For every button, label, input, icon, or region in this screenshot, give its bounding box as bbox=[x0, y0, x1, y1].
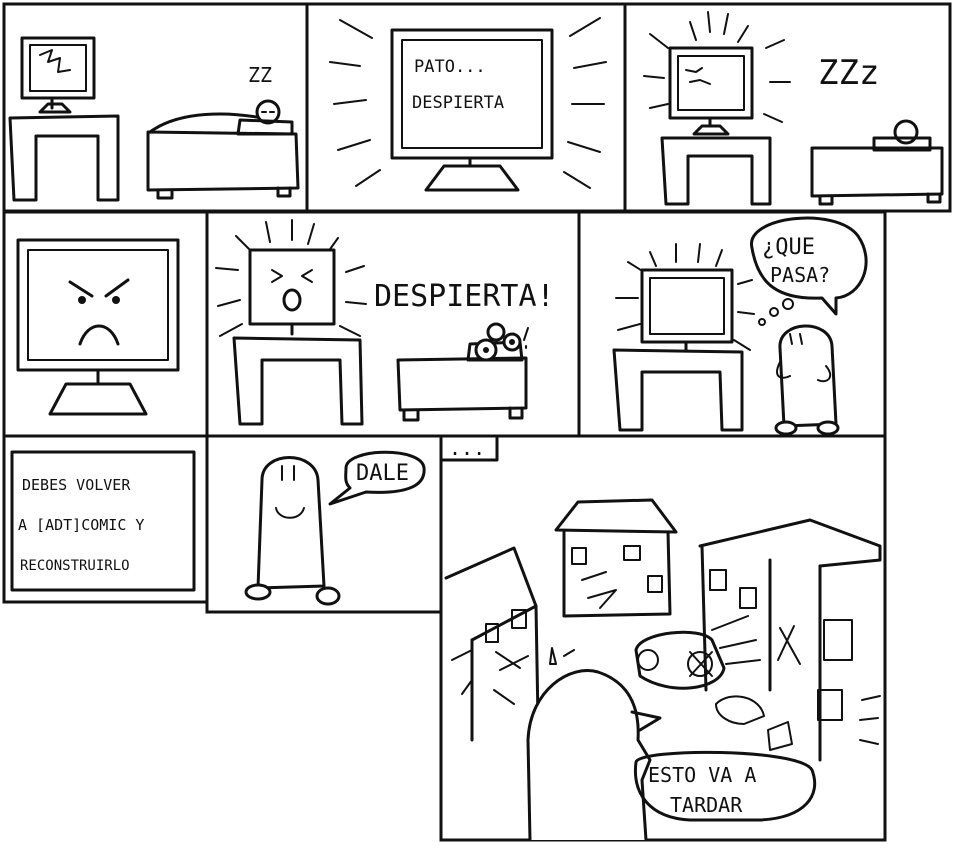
panel-1: ZZ bbox=[2, 2, 309, 213]
desk bbox=[8, 114, 120, 202]
speech-line-1: ESTO VA A bbox=[648, 763, 756, 787]
shouting-monitor-icon bbox=[248, 248, 336, 336]
desk bbox=[612, 348, 744, 432]
speech-line-1: PATO... bbox=[414, 57, 486, 77]
desk bbox=[232, 336, 364, 426]
bed bbox=[810, 119, 944, 206]
wrecked-car bbox=[634, 630, 726, 690]
monitor-screen bbox=[10, 450, 196, 592]
panel-3: ZZz bbox=[623, 2, 952, 213]
monitor-icon bbox=[668, 46, 754, 136]
thought-bubbles bbox=[758, 298, 794, 326]
message-line-1: DEBES VOLVER bbox=[22, 476, 131, 494]
panel-6: ¿QUE PASA? bbox=[577, 210, 887, 438]
panel-7: DEBES VOLVER A [ADT]COMIC Y RECONSTRUIRL… bbox=[2, 434, 209, 604]
sleeping-head bbox=[893, 119, 919, 145]
speech-line-2: TARDAR bbox=[670, 793, 743, 817]
speech-bubble bbox=[633, 750, 817, 822]
message-line-3: RECONSTRUIRLO bbox=[20, 558, 130, 574]
monitor-icon bbox=[390, 28, 554, 192]
shout-text: DESPIERTA! bbox=[374, 279, 555, 314]
character-back bbox=[526, 669, 662, 842]
glow-lines bbox=[643, 11, 791, 123]
monitor-icon bbox=[640, 268, 734, 352]
bed bbox=[146, 99, 300, 200]
message-line-2: A [ADT]COMIC Y bbox=[18, 516, 144, 534]
character bbox=[774, 324, 840, 436]
snore-text: ZZz bbox=[818, 53, 879, 93]
panel-5: DESPIERTA! bbox=[205, 210, 581, 438]
caption-box bbox=[439, 434, 499, 462]
glow-lines bbox=[329, 17, 607, 189]
speech-line-2: DESPIERTA bbox=[412, 93, 504, 113]
speech-text: DALE bbox=[356, 461, 409, 486]
debris bbox=[549, 647, 793, 751]
monitor-icon bbox=[20, 36, 96, 114]
speech-line-1: ¿QUE bbox=[762, 235, 815, 260]
glow-lines bbox=[615, 243, 755, 351]
speech-line-2: PASA? bbox=[770, 263, 830, 287]
ruined-house-center bbox=[554, 498, 678, 618]
bed bbox=[396, 322, 529, 422]
panel-2: PATO... DESPIERTA bbox=[305, 2, 627, 213]
glow-lines bbox=[215, 219, 367, 337]
speech-bubble bbox=[328, 450, 426, 506]
desk bbox=[660, 136, 772, 206]
snore-text: ZZ bbox=[248, 63, 272, 87]
character bbox=[244, 456, 341, 606]
panel-8: DALE bbox=[205, 434, 443, 614]
ruined-house-right bbox=[698, 518, 882, 762]
sleeping-head bbox=[255, 99, 281, 125]
panel-9: ... bbox=[439, 434, 887, 842]
speech-bubble bbox=[750, 216, 868, 316]
panel-4 bbox=[2, 210, 209, 438]
caption-text: ... bbox=[449, 436, 485, 460]
angry-monitor-icon bbox=[16, 238, 180, 416]
